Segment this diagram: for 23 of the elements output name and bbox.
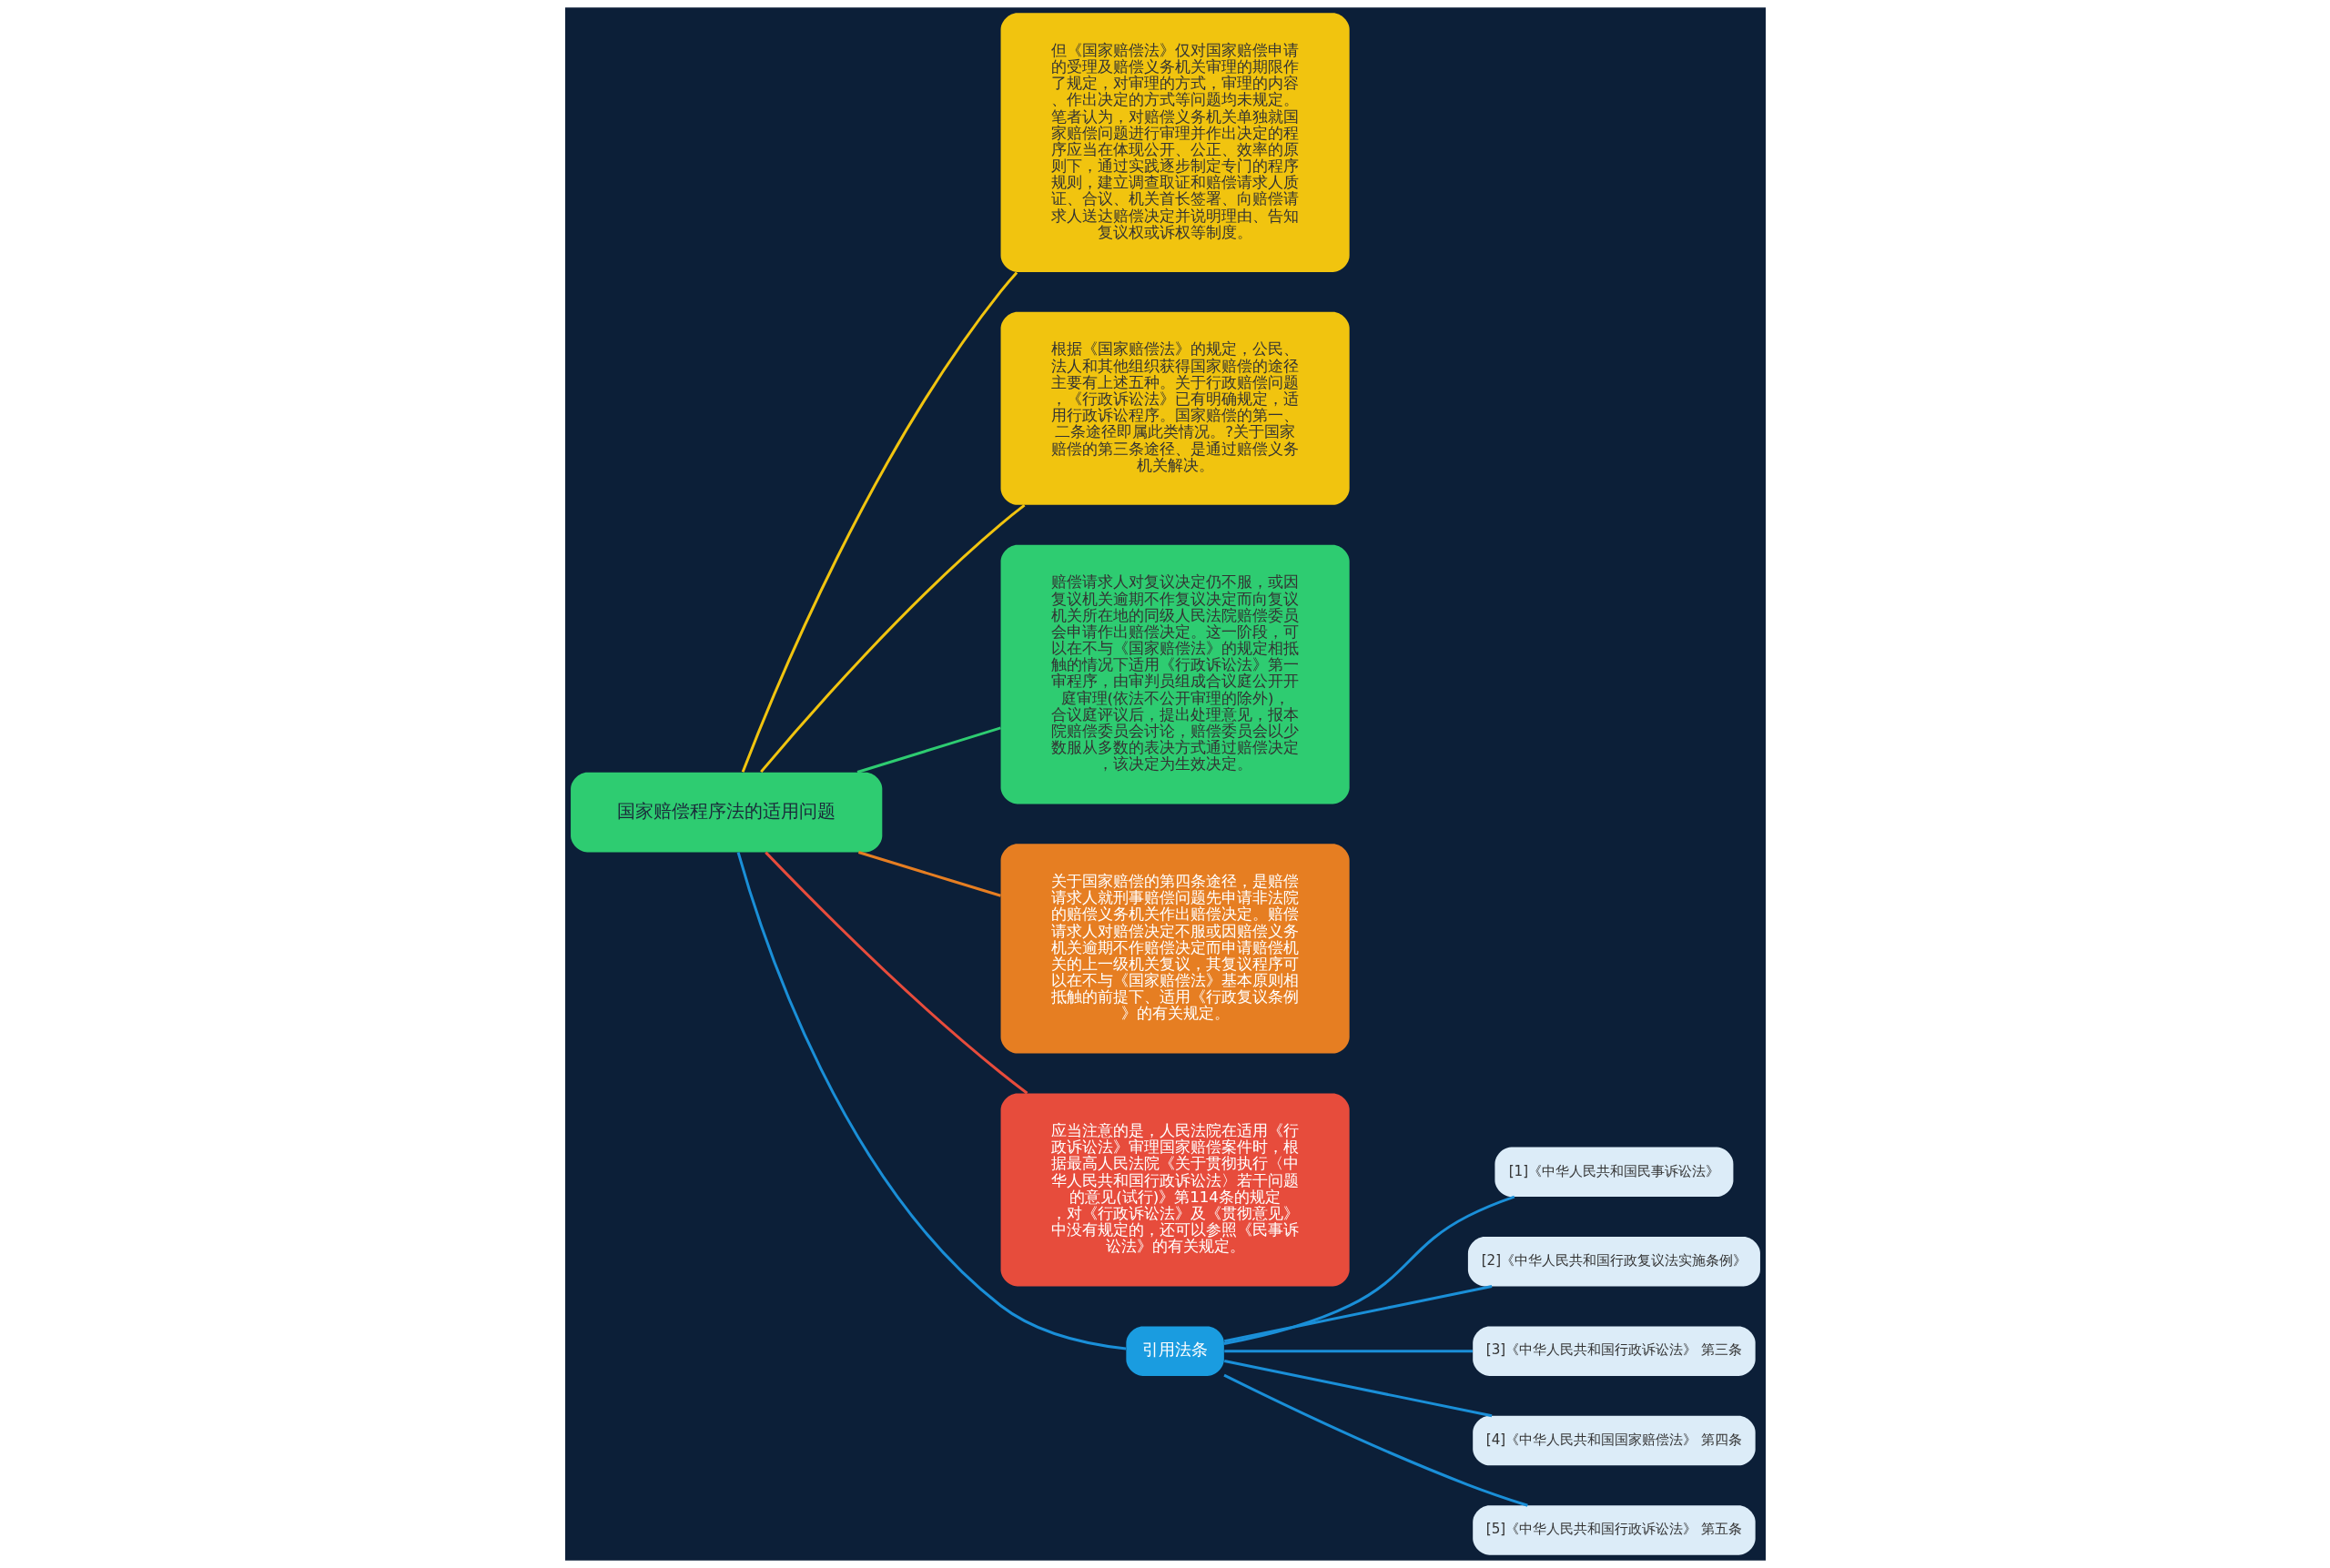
node-box: [5]《中华人民共和国行政诉讼法》 第五条 bbox=[1472, 1505, 1756, 1555]
connector bbox=[1222, 1373, 1528, 1507]
connector bbox=[741, 271, 1018, 773]
connector bbox=[857, 851, 1001, 897]
node-box: 国家赔偿程序法的适用问题 bbox=[570, 772, 882, 853]
node-box: [1]《中华人民共和国民事诉讼法》 bbox=[1494, 1147, 1733, 1198]
node-box: 应当注意的是，人民法院在适用《行政诉讼法》审理国家赔偿案件时，根据最高人民法院《关于贯彻执行〈中华人民共和国行政诉讼法〉若干问题的意见(试行)》第114条的规定，对《行政诉讼法》及《贯彻意见》中没有规定的，还可以参照《民事诉讼法》的有关规定。 bbox=[1000, 1093, 1350, 1287]
connector bbox=[1223, 1195, 1514, 1346]
connector bbox=[1223, 1360, 1492, 1418]
node-box: 引用法条 bbox=[1125, 1326, 1224, 1376]
connector bbox=[1223, 1285, 1492, 1343]
connector bbox=[736, 852, 1126, 1351]
connector bbox=[856, 726, 1001, 774]
node-box: 但《国家赔偿法》仅对国家赔偿申请的受理及赔偿义务机关审理的期限作了规定，对审理的方式，审理的内容、作出决定的方式等问题均未规定。笔者认为，对赔偿义务机关单独就国家赔偿问题进行审理并作出决定的程序应当在体现公开、公正、效率的原则下，通过实践逐步制定专门的程序规则，建立调查取证和赔偿请求人质证、合议、机关首长签署、向赔偿请求人送达赔偿决定并说明理由、告知复议权或诉权等制度。 bbox=[1000, 13, 1350, 272]
node-box: 赔偿请求人对复议决定仍不服，或因复议机关逾期不作复议决定而向复议机关所在地的同级人民法院赔偿委员会申请作出赔偿决定。这一阶段，可以在不与《国家赔偿法》的规定相抵触的情况下适用《行政诉讼法》第一审程序，由审判员组成合议庭公开开庭审理(依法不公开审理的除外)，合议庭评议后，提出处理意见，报本院赔偿委员会讨论，赔偿委员会以少数服从多数的表决方式通过赔偿决定，该决定为生效决定。 bbox=[1000, 544, 1350, 804]
node-box: [3]《中华人民共和国行政诉讼法》 第三条 bbox=[1472, 1326, 1756, 1376]
connector bbox=[764, 851, 1028, 1095]
connector bbox=[1223, 1350, 1473, 1353]
node-box: 根据《国家赔偿法》的规定，公民、法人和其他组织获得国家赔偿的途径主要有上述五种。关于行政赔偿问题，《行政诉讼法》已有明确规定，适用行政诉讼程序。国家赔偿的第一、二条途径即属此类情况。?关于国家赔偿的第三条途径、是通过赔偿义务机关解决。 bbox=[1000, 311, 1350, 505]
node-box: [2]《中华人民共和国行政复议法实施条例》 bbox=[1467, 1236, 1760, 1287]
node-box: [4]《中华人民共和国国家赔偿法》 第四条 bbox=[1472, 1415, 1756, 1466]
node-box: 关于国家赔偿的第四条途径，是赔偿请求人就刑事赔偿问题先申请非法院的赔偿义务机关作出赔偿决定。赔偿请求人对赔偿决定不服或因赔偿义务机关逾期不作赔偿决定而申请赔偿机关的上一级机关复议，其复议程序可以在不与《国家赔偿法》基本原则相抵触的前提下、适用《行政复议条例》的有关规定。 bbox=[1000, 844, 1350, 1054]
connector bbox=[759, 503, 1025, 774]
